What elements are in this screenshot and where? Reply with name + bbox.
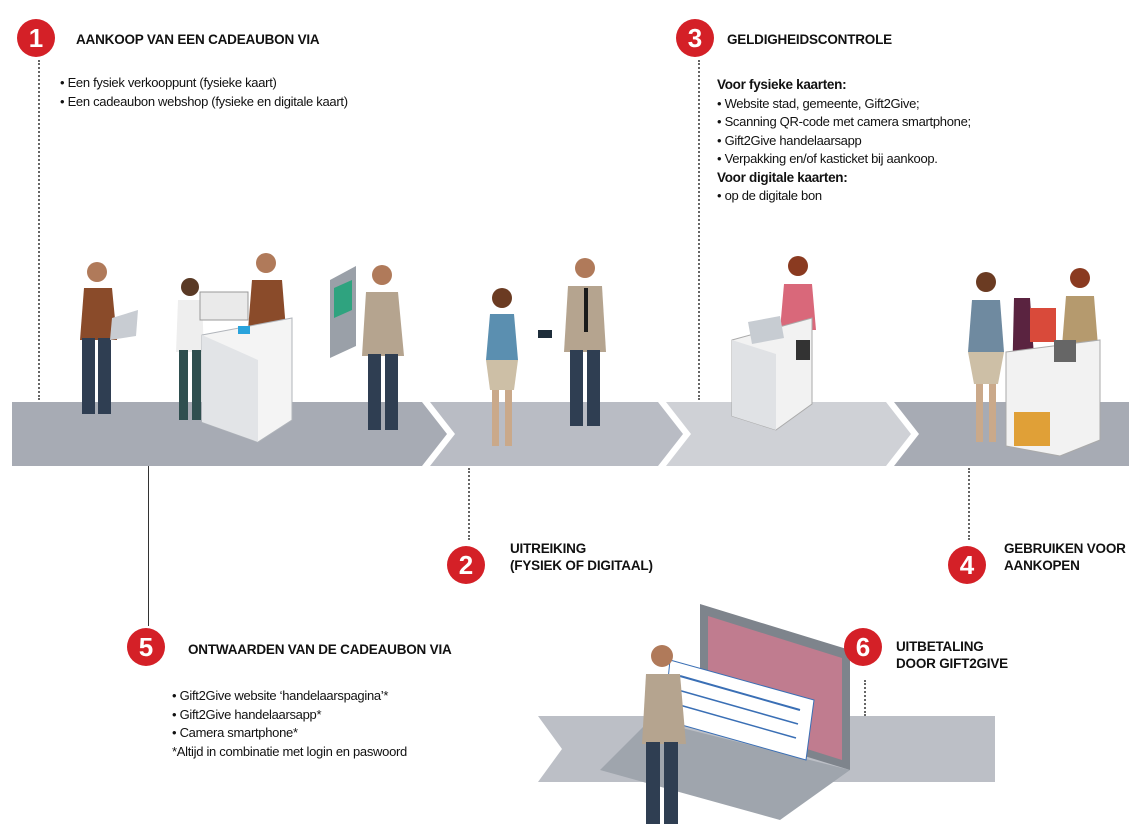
- digital-cards-heading: Voor digitale kaarten:: [717, 169, 848, 185]
- connector-1: [38, 60, 40, 400]
- handover-figures: [486, 258, 606, 446]
- connector-5: [148, 466, 149, 626]
- list-item: • Een cadeaubon webshop (fysieke en digi…: [60, 93, 348, 109]
- validation-counter-figure: [731, 256, 816, 431]
- step-5-title: ONTWAARDEN VAN DE CADEAUBON VIA: [188, 642, 452, 657]
- step-6-title-line2: DOOR GIFT2GIVE: [896, 656, 1008, 671]
- list-item: • Gift2Give handelaarsapp*: [172, 706, 322, 722]
- connector-6: [864, 680, 866, 716]
- step-3-list: Voor fysieke kaarten: • Website stad, ge…: [717, 76, 971, 206]
- step-6-title: UITBETALING DOOR GIFT2GIVE: [896, 638, 1008, 672]
- list-item: • Camera smartphone*: [172, 725, 298, 740]
- step-2-title-line2: (FYSIEK OF DIGITAAL): [510, 558, 653, 573]
- buyer-with-laptop-figure: [80, 262, 138, 414]
- step-1-title: AANKOOP VAN EEN CADEAUBON VIA: [76, 32, 320, 47]
- step-4-title: GEBRUIKEN VOOR AANKOPEN: [1004, 540, 1126, 574]
- step-1-badge: 1: [17, 19, 55, 57]
- list-footnote: *Altijd in combinatie met login en paswo…: [172, 743, 407, 759]
- step-2-badge: 2: [447, 546, 485, 584]
- step-2-title-line1: UITREIKING: [510, 541, 587, 556]
- step-2-title: UITREIKING (FYSIEK OF DIGITAAL): [510, 540, 653, 574]
- connector-4: [968, 468, 970, 540]
- step-4-title-line1: GEBRUIKEN VOOR: [1004, 541, 1126, 556]
- list-item: • Website stad, gemeente, Gift2Give;: [717, 95, 920, 111]
- step-3-title: GELDIGHEIDSCONTROLE: [727, 32, 892, 47]
- connector-2: [468, 468, 470, 540]
- step-1-list: • Een fysiek verkooppunt (fysieke kaart)…: [60, 74, 348, 111]
- step-5-badge: 5: [127, 628, 165, 666]
- shopping-figures: [968, 268, 1101, 457]
- list-item: • Scanning QR-code met camera smartphone…: [717, 114, 971, 129]
- step-6-title-line1: UITBETALING: [896, 639, 984, 654]
- list-item: • Verpakking en/of kasticket bij aankoop…: [717, 151, 938, 166]
- step-4-title-line2: AANKOPEN: [1004, 558, 1080, 573]
- list-item: • op de digitale bon: [717, 188, 822, 203]
- connector-3: [698, 60, 700, 400]
- step-5-list: • Gift2Give website ‘handelaarspagina’* …: [172, 687, 407, 761]
- shop-counter-figure: [176, 253, 293, 443]
- payout-laptop-figure: [600, 604, 850, 824]
- payment-terminal-figure: [330, 265, 404, 430]
- physical-cards-heading: Voor fysieke kaarten:: [717, 77, 847, 92]
- step-3-badge: 3: [676, 19, 714, 57]
- list-item: • Een fysiek verkooppunt (fysieke kaart): [60, 75, 277, 90]
- list-item: • Gift2Give handelaarsapp: [717, 132, 862, 148]
- step-6-badge: 6: [844, 628, 882, 666]
- step-4-badge: 4: [948, 546, 986, 584]
- list-item: • Gift2Give website ‘handelaarspagina’*: [172, 688, 389, 703]
